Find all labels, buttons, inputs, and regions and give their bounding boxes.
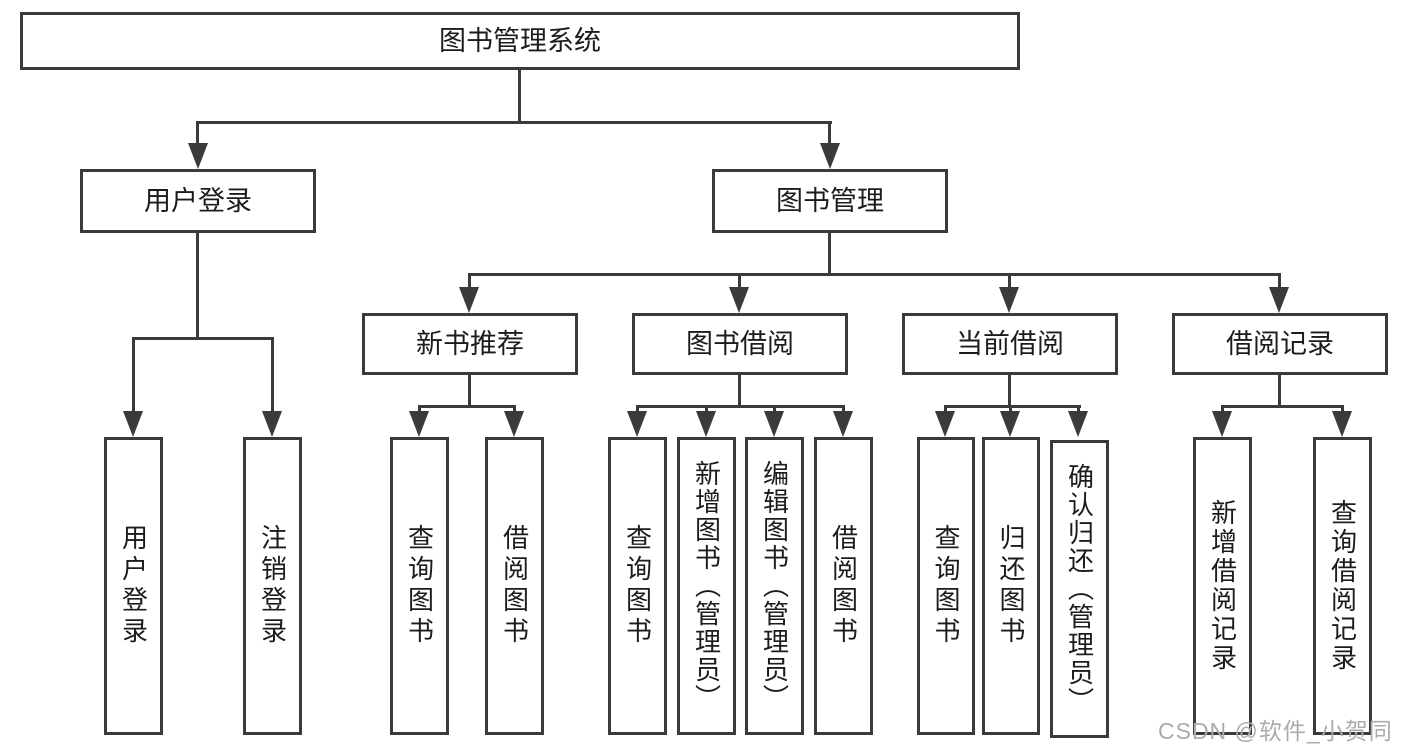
connector-book-management-drop — [828, 121, 831, 151]
connector-drop — [1278, 273, 1281, 291]
down-arrowhead-icon — [1332, 411, 1352, 437]
down-arrowhead-icon — [188, 143, 208, 169]
leaf-borrowing-borrow-books: 借阅图书 — [814, 437, 873, 735]
connector-stem — [738, 375, 741, 408]
connector-drop — [418, 405, 421, 415]
leaf-user-login: 用户登录 — [104, 437, 163, 735]
down-arrowhead-icon — [504, 411, 524, 437]
down-arrowhead-icon — [123, 411, 143, 437]
connector-stem — [1278, 375, 1281, 408]
connector-drop — [132, 337, 135, 415]
down-arrowhead-icon — [764, 411, 784, 437]
connector-stem — [1008, 375, 1011, 408]
down-arrowhead-icon — [729, 287, 749, 313]
connector-drop — [1008, 273, 1011, 291]
connector-book-management-stem — [828, 233, 831, 276]
connector-drop — [468, 273, 471, 291]
connector-user-login-drop — [196, 121, 199, 151]
leaf-confirm-return-admin: 确认归还（管理员） — [1050, 440, 1109, 738]
down-arrowhead-icon — [696, 411, 716, 437]
connector-drop — [944, 405, 947, 415]
node-new-book-recommendation: 新书推荐 — [362, 313, 578, 375]
connector-root-stem — [518, 70, 521, 124]
down-arrowhead-icon — [1269, 287, 1289, 313]
connector-rail — [636, 405, 845, 408]
down-arrowhead-icon — [262, 411, 282, 437]
down-arrowhead-icon — [459, 287, 479, 313]
down-arrowhead-icon — [409, 411, 429, 437]
down-arrowhead-icon — [627, 411, 647, 437]
down-arrowhead-icon — [833, 411, 853, 437]
down-arrowhead-icon — [1212, 411, 1232, 437]
down-arrowhead-icon — [999, 287, 1019, 313]
leaf-logout: 注销登录 — [243, 437, 302, 735]
node-user-login: 用户登录 — [80, 169, 316, 233]
root-node-library-management-system: 图书管理系统 — [20, 12, 1020, 70]
down-arrowhead-icon — [935, 411, 955, 437]
leaf-query-borrow-record: 查询借阅记录 — [1313, 437, 1372, 735]
leaf-current-query-books: 查询图书 — [917, 437, 975, 735]
leaf-borrowing-query-books: 查询图书 — [608, 437, 667, 735]
connector-drop — [636, 405, 639, 415]
connector-drop — [513, 405, 516, 415]
connector-drop — [271, 337, 274, 415]
csdn-watermark: CSDN @软件_小贺同学 — [1158, 718, 1393, 744]
down-arrowhead-icon — [1000, 411, 1020, 437]
connector-rail — [418, 405, 516, 408]
leaf-return-books: 归还图书 — [982, 437, 1040, 735]
connector-drop — [738, 273, 741, 291]
connector-stem — [468, 375, 471, 408]
connector-level3-rail — [468, 273, 1281, 276]
leaf-recommend-borrow-books: 借阅图书 — [485, 437, 544, 735]
leaf-recommend-query-books: 查询图书 — [390, 437, 449, 735]
node-borrowing-records: 借阅记录 — [1172, 313, 1388, 375]
connector-drop — [1341, 405, 1344, 415]
connector-level2-rail — [196, 121, 832, 124]
connector-drop — [1009, 405, 1012, 415]
connector-drop — [1077, 405, 1080, 415]
connector-drop — [705, 405, 708, 415]
leaf-add-book-admin: 新增图书（管理员） — [677, 437, 736, 735]
node-book-management: 图书管理 — [712, 169, 948, 233]
down-arrowhead-icon — [820, 143, 840, 169]
leaf-add-borrow-record: 新增借阅记录 — [1193, 437, 1252, 735]
node-current-borrowing: 当前借阅 — [902, 313, 1118, 375]
connector-user-login-stem — [196, 233, 199, 340]
connector-rail — [944, 405, 1081, 408]
node-book-borrowing: 图书借阅 — [632, 313, 848, 375]
connector-drop — [842, 405, 845, 415]
leaf-edit-book-admin: 编辑图书（管理员） — [745, 437, 804, 735]
connector-drop — [773, 405, 776, 415]
down-arrowhead-icon — [1068, 411, 1088, 437]
connector-drop — [1221, 405, 1224, 415]
connector-user-login-rail — [132, 337, 274, 340]
connector-rail — [1221, 405, 1344, 408]
